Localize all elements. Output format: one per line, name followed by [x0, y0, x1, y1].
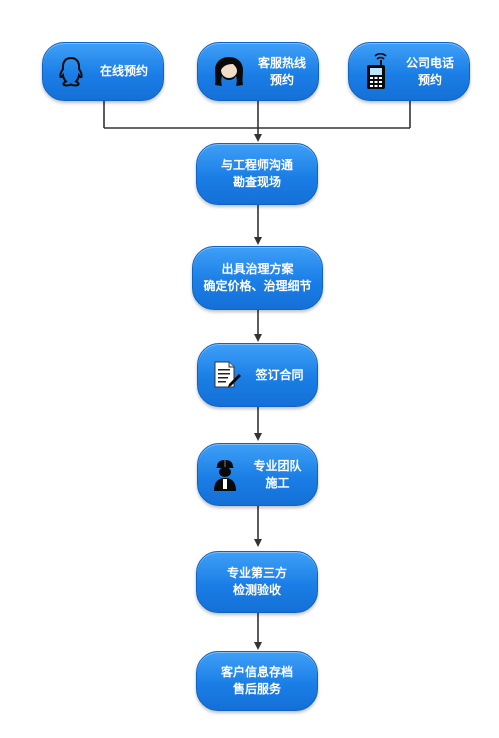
node-online-booking[interactable]: 在线预约: [42, 42, 164, 101]
step-consult-engineer[interactable]: 与工程师沟通 勘查现场: [196, 143, 318, 205]
qq-penguin-icon: [57, 56, 85, 88]
customer-service-avatar-icon: [212, 55, 246, 89]
node-label: 专业团队 施工: [253, 458, 302, 490]
node-label: 在线预约: [99, 64, 148, 78]
step-sign-contract[interactable]: 签订合同: [197, 343, 318, 407]
node-label: 出具治理方案 确定价格、治理细节: [203, 262, 312, 293]
step-archive-after-sales[interactable]: 客户信息存档 售后服务: [196, 651, 318, 711]
step-team-construction[interactable]: 专业团队 施工: [197, 443, 318, 506]
node-label: 公司电话 预约: [405, 55, 454, 87]
node-label: 客服热线 预约: [257, 55, 306, 87]
document-sign-icon: [212, 360, 242, 390]
step-third-party-inspection[interactable]: 专业第三方 检测验收: [196, 551, 318, 613]
node-label: 专业第三方 检测验收: [226, 566, 287, 597]
step-treatment-plan[interactable]: 出具治理方案 确定价格、治理细节: [192, 246, 323, 310]
worker-helmet-icon: [212, 458, 238, 492]
node-hotline-booking[interactable]: 客服热线 预约: [197, 42, 319, 101]
node-company-phone-booking[interactable]: 公司电话 预约: [348, 42, 470, 101]
node-label: 与工程师沟通 勘查现场: [220, 158, 293, 189]
mobile-phone-icon: [363, 52, 391, 91]
node-label: 签订合同: [255, 367, 304, 382]
node-label: 客户信息存档 售后服务: [220, 665, 293, 696]
